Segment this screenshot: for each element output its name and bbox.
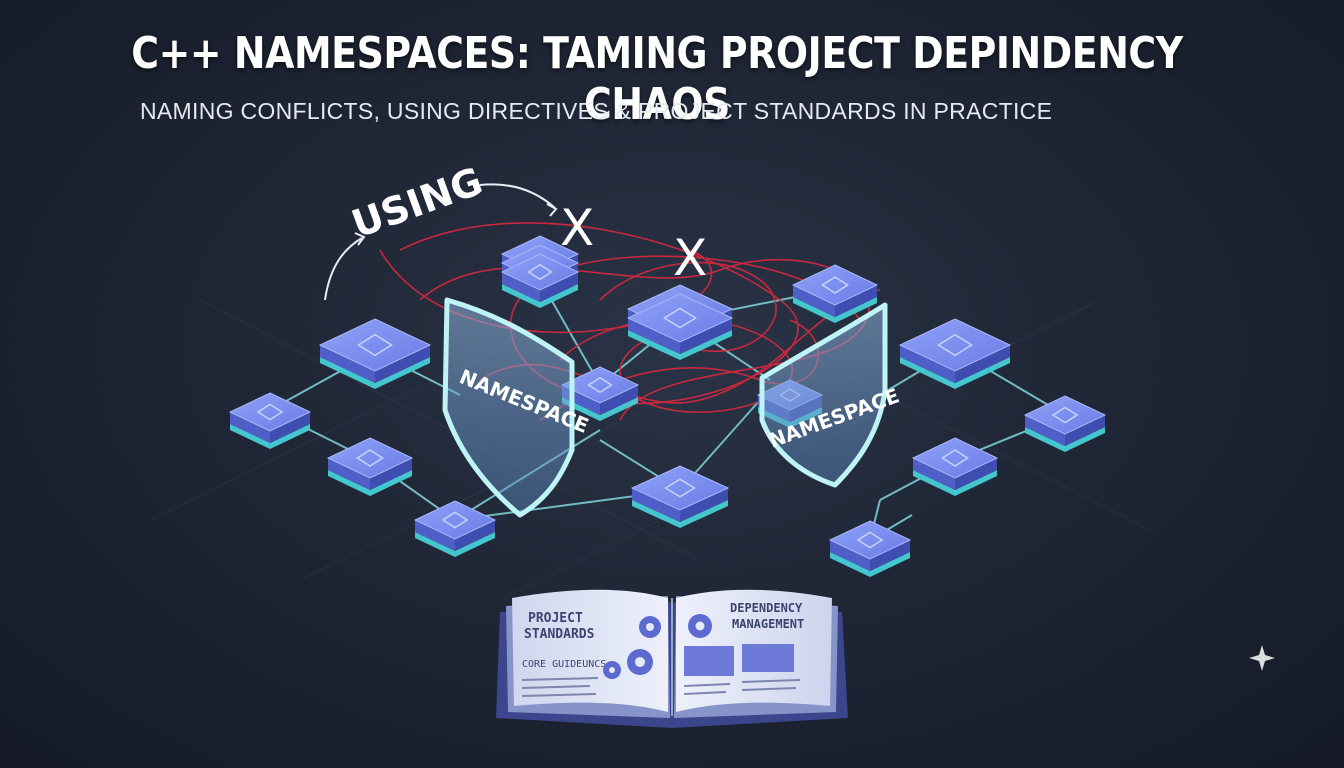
using-label: USING <box>346 159 488 247</box>
module-tile <box>911 437 999 496</box>
module-tiles <box>228 235 1107 577</box>
page-title: C++ NAMESPACES: TAMING PROJECT DEPINDENC… <box>131 28 1183 130</box>
module-tile <box>791 264 879 323</box>
module-tile <box>228 392 312 449</box>
book-left-subheading: CORE GUIDEUNCS <box>522 659 606 670</box>
tile-glyph-icon <box>356 449 384 467</box>
tile-glyph-icon <box>937 333 973 357</box>
tile-glyph-icon <box>357 333 393 357</box>
gears-icon <box>603 649 653 679</box>
module-tile <box>326 437 414 496</box>
book-right-heading-line2: MANAGEMENT <box>732 617 804 631</box>
book-right-panel-2 <box>742 644 794 672</box>
module-tile <box>898 318 1012 389</box>
book-right-text-lines <box>683 679 801 695</box>
gear-icon <box>688 614 712 638</box>
namespace-shield-right: NAMESPACE <box>759 302 902 488</box>
module-tile <box>630 465 730 528</box>
tile-glyph-icon <box>587 376 613 394</box>
tile-glyph-icon <box>662 307 698 329</box>
module-tile <box>828 520 912 577</box>
book-left-text-lines <box>521 677 599 697</box>
tile-glyph-icon <box>256 403 284 421</box>
module-tile <box>626 284 734 360</box>
page-subtitle: NAMING CONFLICTS, USING DIRECTIVES & PRO… <box>140 98 1053 124</box>
tile-glyph-icon <box>441 511 469 529</box>
module-tile <box>318 318 432 389</box>
book-right-heading-line1: DEPENDENCY <box>730 601 803 615</box>
tile-glyph-icon <box>664 478 696 498</box>
book-left-heading-line1: PROJECT <box>528 611 583 626</box>
conflict-x-mark-2: X <box>673 229 707 287</box>
module-tile <box>500 235 580 308</box>
tile-glyph-icon <box>527 263 553 281</box>
tile-glyph-icon <box>1051 406 1079 424</box>
tile-glyph-icon <box>821 276 849 294</box>
tile-glyph-icon <box>856 531 884 549</box>
gear-icon <box>639 616 661 638</box>
book-right-panel-1 <box>684 646 734 676</box>
using-arrows <box>324 183 558 301</box>
sparkle-icon <box>1249 645 1275 671</box>
namespace-shield-left: NAMESPACE <box>442 297 592 518</box>
book-left-heading-line2: STANDARDS <box>524 627 595 642</box>
module-tile <box>1023 395 1107 452</box>
project-standards-book: PROJECT STANDARDS CORE GUIDEUNCS DEPENDE… <box>496 589 848 728</box>
module-tile <box>413 500 497 557</box>
conflict-x-mark-1: X <box>560 199 594 257</box>
tile-glyph-icon <box>941 449 969 467</box>
